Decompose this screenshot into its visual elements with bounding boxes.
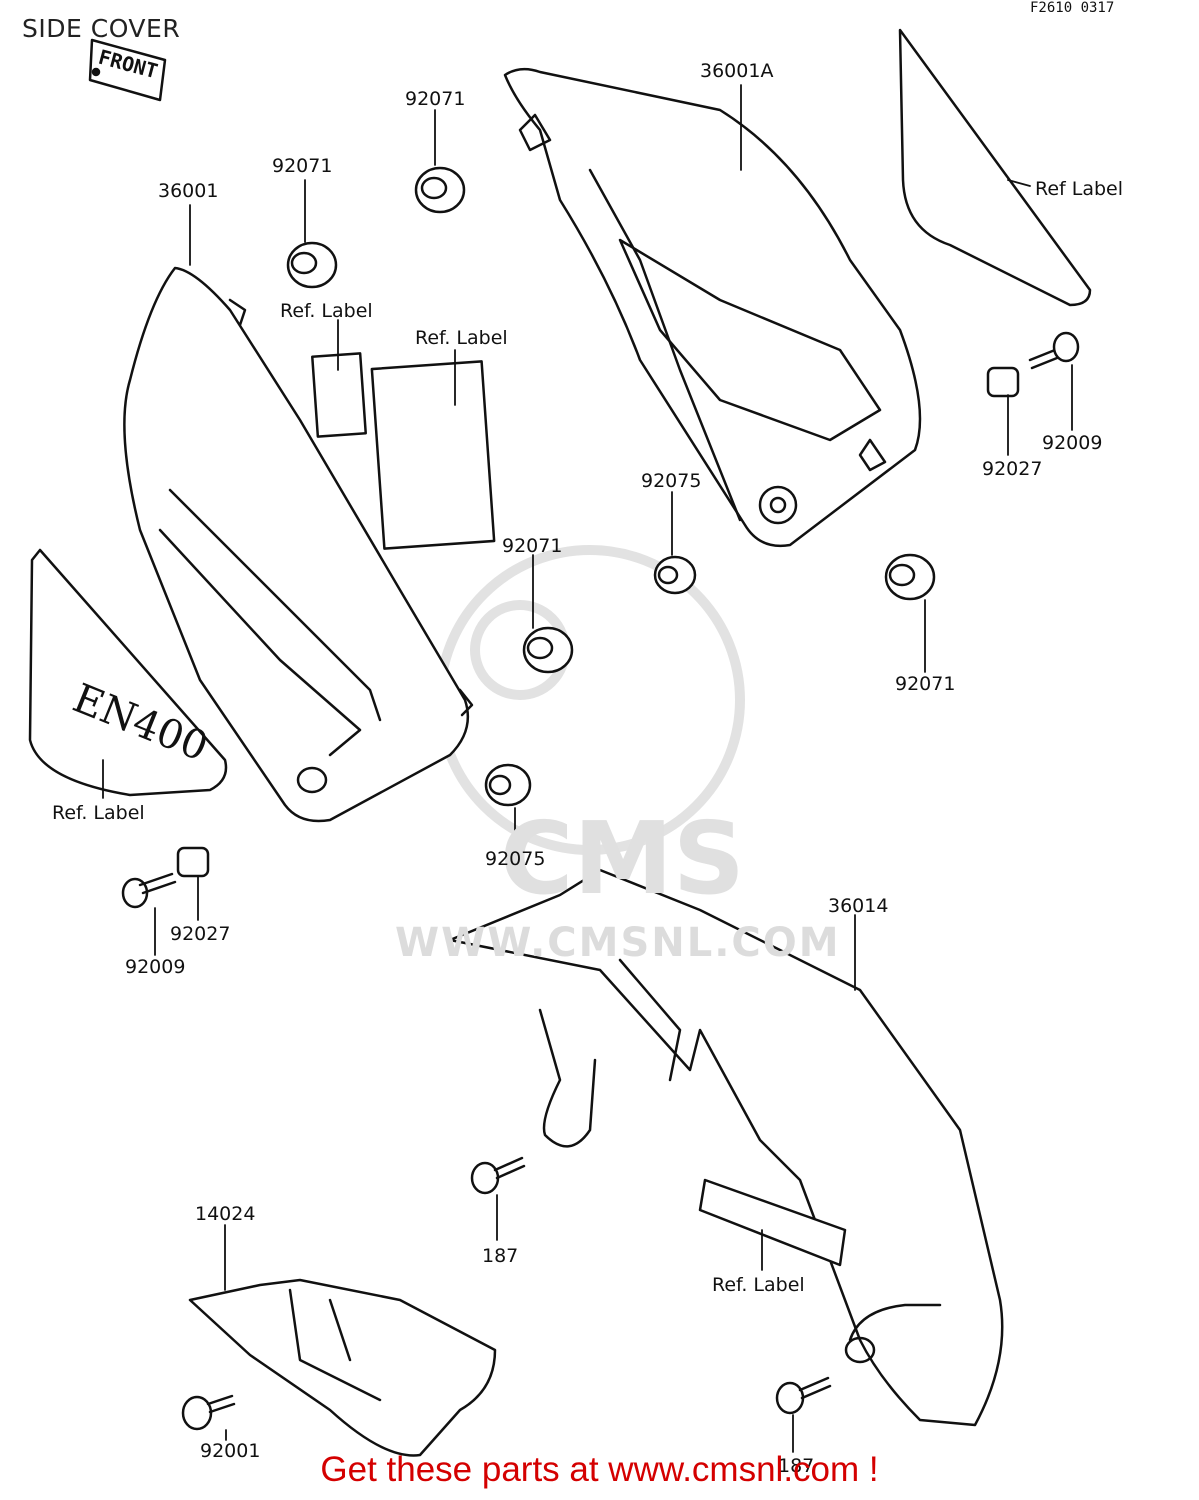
bolt-92001-icon bbox=[181, 1394, 236, 1431]
callout-ref-label-left[interactable]: Ref. Label bbox=[52, 802, 145, 824]
callout-92001[interactable]: 92001 bbox=[200, 1440, 261, 1462]
side-cover-right-36001A bbox=[503, 67, 922, 548]
callout-36014[interactable]: 36014 bbox=[828, 895, 889, 917]
callout-14024[interactable]: 14024 bbox=[195, 1203, 256, 1225]
watermark-url: WWW.CMSNL.COM bbox=[395, 920, 841, 966]
callout-187-lower[interactable]: 187 bbox=[778, 1455, 815, 1477]
figure-code: F2610 0317 bbox=[1030, 0, 1115, 16]
en400-emblem-label bbox=[28, 548, 228, 797]
callout-92027-left[interactable]: 92027 bbox=[170, 923, 231, 945]
callout-ref-label-small[interactable]: Ref. Label bbox=[280, 300, 373, 322]
ref-label-top-right-shape bbox=[898, 28, 1092, 307]
guard-14024 bbox=[188, 1278, 497, 1457]
callout-92071-top[interactable]: 92071 bbox=[405, 88, 466, 110]
callout-187-upper[interactable]: 187 bbox=[482, 1245, 519, 1267]
callout-ref-label-center[interactable]: Ref. Label bbox=[415, 327, 508, 349]
callout-ref-label-bottom[interactable]: Ref. Label bbox=[712, 1274, 805, 1296]
watermark-brand: CMS bbox=[500, 800, 745, 917]
callout-36001[interactable]: 36001 bbox=[158, 180, 219, 202]
callout-92009-right[interactable]: 92009 bbox=[1042, 432, 1103, 454]
callout-36001A[interactable]: 36001A bbox=[700, 60, 774, 82]
bolt-92009-icon bbox=[121, 331, 1080, 909]
collar-92027-right-icon bbox=[986, 366, 1020, 398]
callout-92071-center[interactable]: 92071 bbox=[502, 535, 563, 557]
callout-ref-label-top-right[interactable]: Ref Label bbox=[1035, 178, 1124, 200]
promo-link-text[interactable]: Get these parts at www.cmsnl.com ! bbox=[320, 1450, 879, 1489]
ref-label-bottom-shape bbox=[698, 1178, 847, 1267]
front-marker-icon bbox=[88, 38, 167, 102]
ref-label-center-shape bbox=[370, 360, 496, 550]
ref-label-small-shape bbox=[311, 352, 367, 438]
chain-cover-36014 bbox=[448, 868, 1004, 1427]
grommet-92071-icon bbox=[286, 166, 936, 674]
callout-92071-left[interactable]: 92071 bbox=[272, 155, 333, 177]
callout-92071-right[interactable]: 92071 bbox=[895, 673, 956, 695]
collar-92027-left-icon bbox=[176, 846, 210, 878]
callout-92009-left[interactable]: 92009 bbox=[125, 956, 186, 978]
leader-lines bbox=[102, 84, 1073, 1453]
callout-92075-right[interactable]: 92075 bbox=[641, 470, 702, 492]
grommet-92075-icon bbox=[484, 555, 697, 807]
page-title: SIDE COVER bbox=[22, 14, 181, 43]
bolt-187-icon bbox=[470, 1156, 832, 1415]
callout-92075-center[interactable]: 92075 bbox=[485, 848, 546, 870]
side-cover-left-36001 bbox=[123, 266, 474, 823]
callout-92027-right[interactable]: 92027 bbox=[982, 458, 1043, 480]
